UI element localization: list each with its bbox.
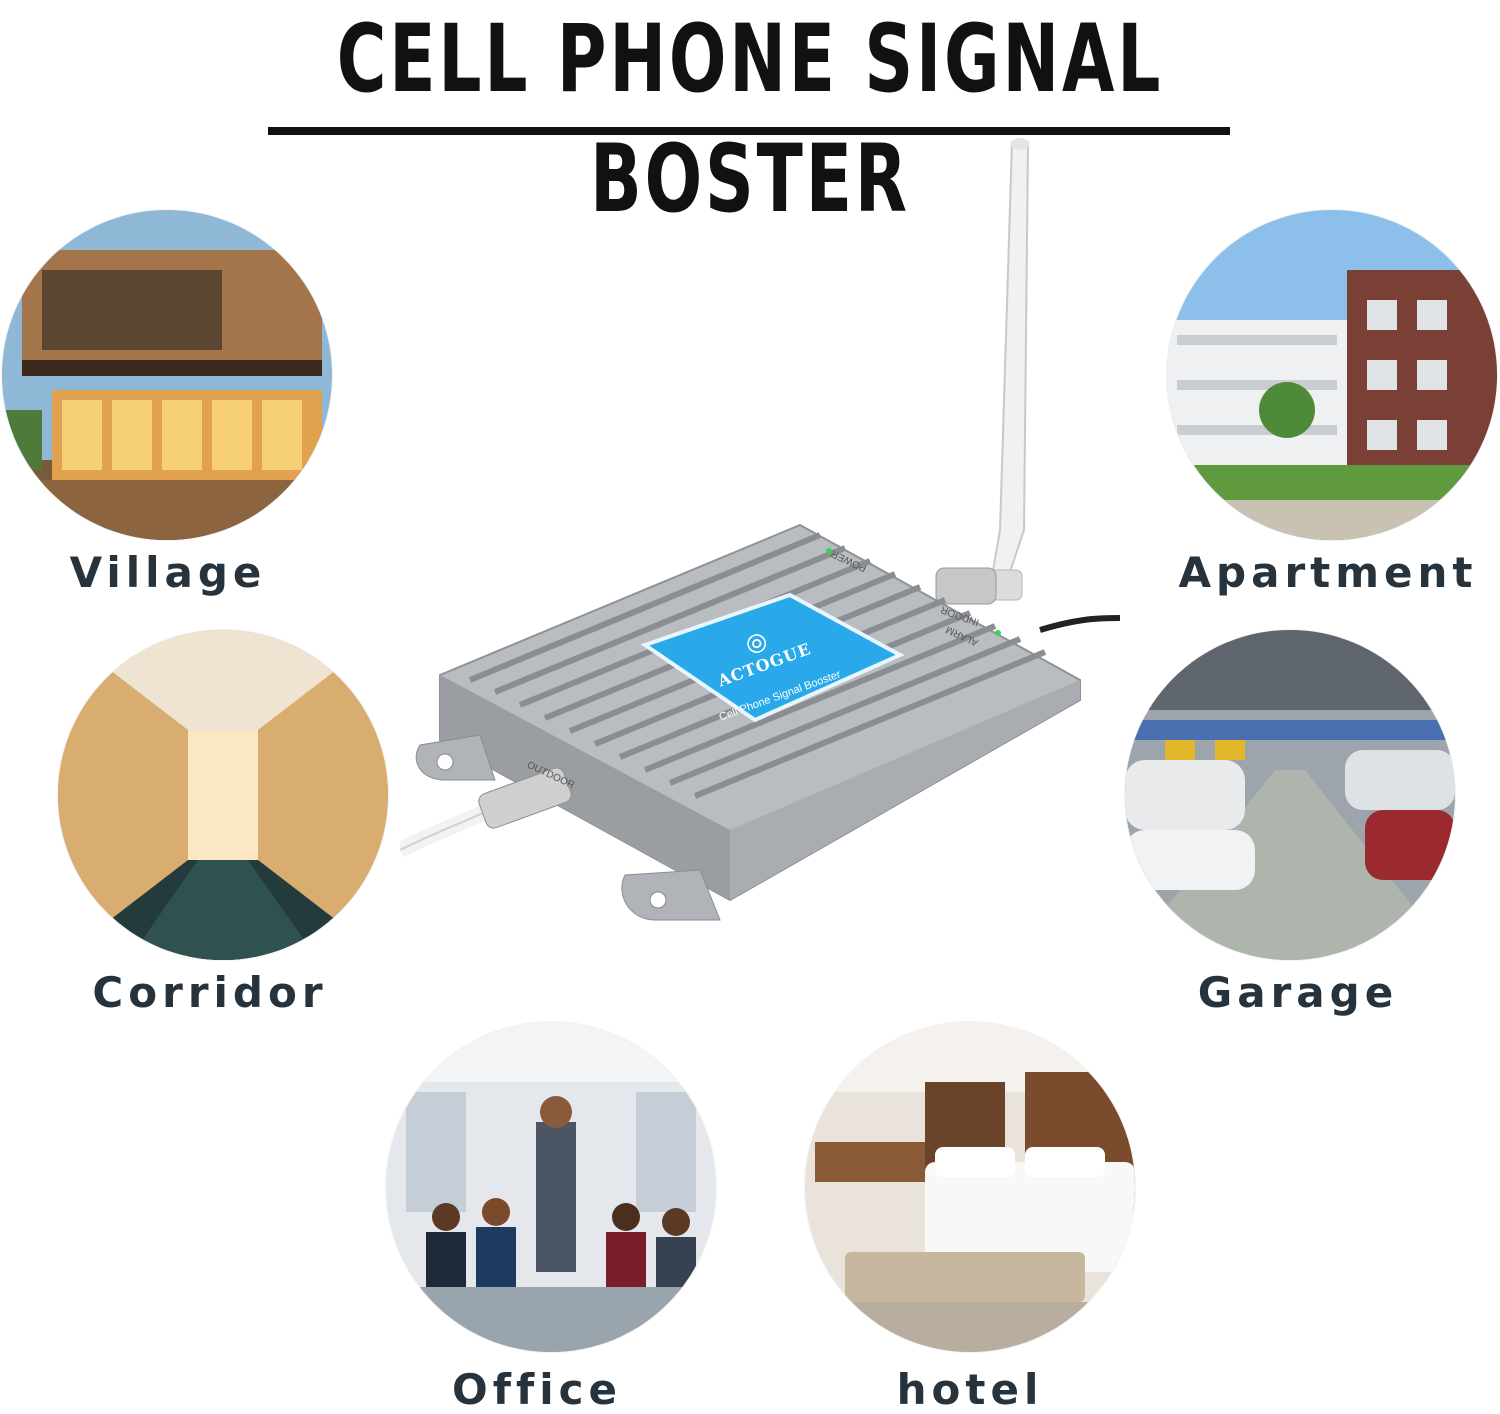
- office-label: Office: [451, 1365, 623, 1414]
- signal-booster-device: ⦾ ACTOGUE Cell Phone Signal Booster OUTD…: [396, 130, 1121, 960]
- village-photo: [2, 210, 332, 540]
- antenna-icon: [935, 138, 1030, 605]
- hotel-photo: [805, 1022, 1135, 1352]
- power-led-icon: [826, 548, 832, 554]
- corridor-photo: [58, 630, 388, 960]
- garage-label: Garage: [1197, 968, 1399, 1017]
- apartment-photo: [1167, 210, 1497, 540]
- hotel-label: hotel: [896, 1365, 1044, 1414]
- village-label: Village: [69, 548, 267, 597]
- alarm-led-icon: [995, 630, 1001, 636]
- garage-photo: [1125, 630, 1455, 960]
- office-photo: [386, 1022, 716, 1352]
- corridor-label: Corridor: [92, 968, 328, 1017]
- apartment-label: Apartment: [1178, 548, 1478, 597]
- page-title: CELL PHONE SIGNAL BOSTER: [336, 5, 1164, 234]
- title-underline: [268, 127, 1230, 135]
